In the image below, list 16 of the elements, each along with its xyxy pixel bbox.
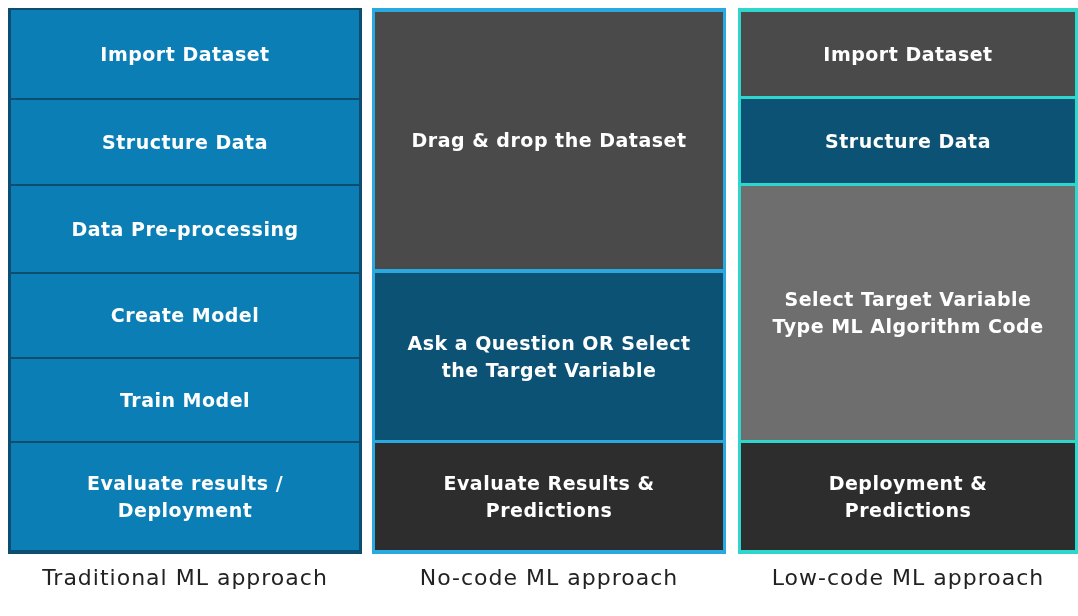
step-box: Create Model <box>11 274 359 357</box>
step-box: Structure Data <box>741 99 1075 183</box>
step-box: Evaluate Results & Predictions <box>375 443 723 550</box>
column-heading: Low-code ML approach <box>770 564 1046 591</box>
step-box: Select Target Variable Type ML Algorithm Code <box>741 186 1075 440</box>
step-box: Structure Data <box>11 100 359 184</box>
step-box: Import Dataset <box>741 12 1075 96</box>
step-box: Evaluate results / Deployment <box>11 443 359 550</box>
step-box: Data Pre-processing <box>11 186 359 272</box>
column-heading: No-code ML approach <box>418 564 680 591</box>
step-box: Ask a Question OR Select the Target Variable <box>375 273 723 440</box>
step-box: Train Model <box>11 359 359 441</box>
step-box: Deployment & Predictions <box>741 443 1075 550</box>
step-box: Drag & drop the Dataset <box>375 12 723 269</box>
step-box: Import Dataset <box>11 10 359 98</box>
column-heading: Traditional ML approach <box>41 564 329 591</box>
